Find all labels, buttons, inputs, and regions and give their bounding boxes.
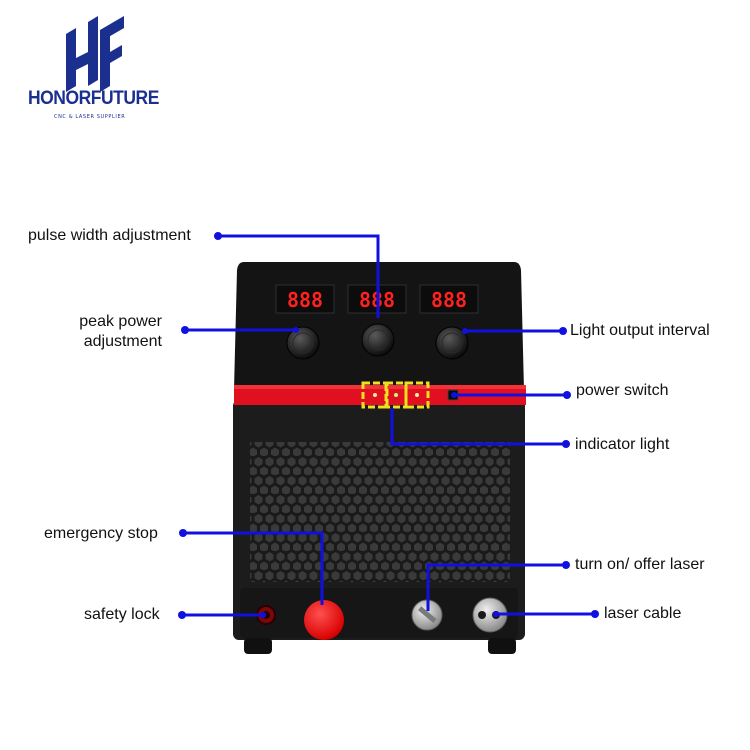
laser-key-switch[interactable] (411, 599, 443, 631)
indicator-lights (361, 381, 430, 409)
hf-logo-mark (66, 16, 124, 92)
emergency-stop-button[interactable] (304, 600, 344, 640)
display-right-digits: 888 (431, 288, 467, 312)
laser-device: 888 888 888 (233, 262, 526, 654)
label-peak-power-line2: adjustment (83, 333, 162, 350)
label-power-switch: power switch (576, 382, 669, 399)
brand-tagline: CNC & LASER SUPPLIER (54, 114, 126, 120)
pulse-width-knob[interactable] (361, 323, 395, 357)
label-laser-cable: laser cable (604, 605, 682, 622)
leader-dots (178, 232, 599, 619)
label-safety-lock: safety lock (84, 606, 160, 623)
label-peak-power-line1: peak power (79, 313, 162, 330)
leader-pulse-width (218, 234, 380, 318)
indicator-highlight-3 (404, 381, 430, 409)
label-pulse-width: pulse width adjustment (28, 227, 191, 244)
display-left (275, 284, 335, 314)
brand-name: HONORFUTURE (28, 88, 159, 109)
leader-turn-on-laser (426, 563, 566, 611)
ventilation-grille (250, 442, 510, 582)
leader-emergency-stop (183, 531, 324, 605)
device-foot-right (488, 638, 516, 654)
label-indicator-light: indicator light (575, 436, 670, 453)
display-right (419, 284, 479, 314)
device-foot-left (244, 638, 272, 654)
display-left-digits: 888 (287, 288, 323, 312)
label-light-output: Light output interval (570, 322, 710, 339)
brand-logo (66, 16, 124, 92)
leader-indicator (390, 408, 566, 446)
light-output-knob[interactable] (435, 326, 469, 360)
label-emergency-stop: emergency stop (44, 525, 158, 542)
label-turn-on-laser: turn on/ offer laser (575, 556, 705, 573)
leader-lines (182, 234, 595, 617)
peak-power-knob[interactable] (286, 326, 320, 360)
